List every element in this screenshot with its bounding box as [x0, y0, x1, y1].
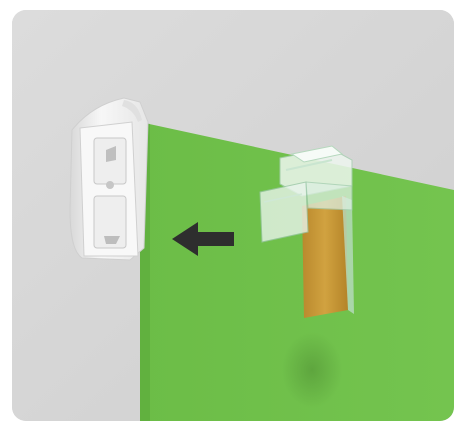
bracket-icon: [70, 98, 148, 260]
installation-illustration: [12, 10, 454, 421]
illustration-card: [12, 10, 454, 421]
adhesive-strip-icon: [302, 196, 354, 318]
clip-shadow: [282, 332, 342, 408]
